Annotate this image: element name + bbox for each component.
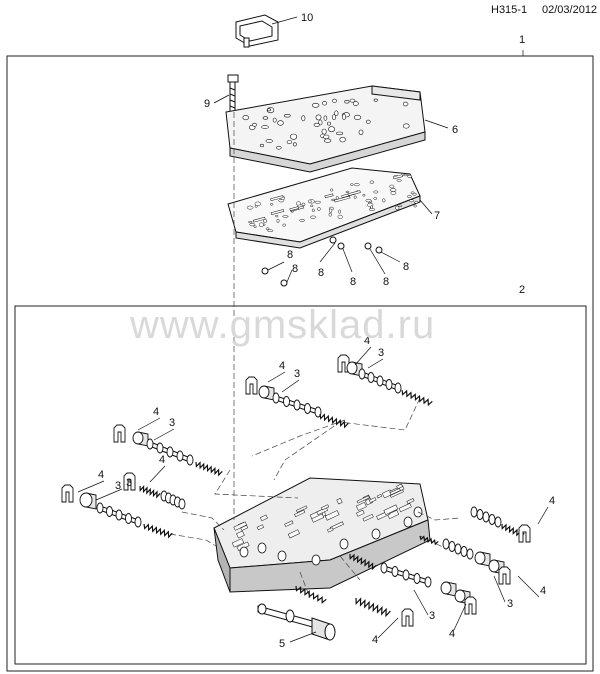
- inner-frame: [14, 305, 587, 665]
- diagram-id: H315-1: [491, 4, 528, 16]
- callout-1: 1: [519, 34, 525, 46]
- diagram-date: 02/03/2012: [542, 4, 598, 16]
- callout-3d: 3: [126, 477, 132, 489]
- part-5-valve: [257, 603, 336, 641]
- callout-9: 9: [204, 98, 210, 110]
- valve-assemblies: [61, 354, 531, 627]
- callout-4h: 4: [372, 634, 378, 646]
- callout-7: 7: [434, 210, 440, 222]
- part-6-holes: [242, 98, 410, 150]
- callout-8e: 8: [383, 276, 389, 288]
- leader-lines: [77, 50, 549, 639]
- callout-6: 6: [452, 124, 458, 136]
- callout-4b: 4: [279, 360, 285, 372]
- valve-body-bores: [239, 506, 423, 566]
- callout-8d: 8: [350, 276, 356, 288]
- callout-10: 10: [301, 12, 313, 24]
- callout-2: 2: [519, 284, 525, 296]
- callout-4g: 4: [540, 585, 546, 597]
- callout-3f: 3: [507, 598, 513, 610]
- callout-8b: 8: [292, 263, 298, 275]
- callouts: 10 1 9 6 7 2 8 8 8 8 8 8 4 3 4 3 4 3 4 4…: [98, 12, 555, 650]
- callout-8a: 8: [287, 249, 293, 261]
- part-6-upper-plate: [225, 85, 426, 173]
- callout-5: 5: [279, 638, 285, 650]
- callout-4e: 4: [98, 469, 104, 481]
- callout-4a: 4: [364, 335, 370, 347]
- part-8-check-balls: [261, 236, 383, 287]
- callout-3g: 3: [429, 610, 435, 622]
- callout-3e: 3: [115, 480, 121, 492]
- callout-4f: 4: [549, 495, 555, 507]
- callout-4d: 4: [159, 454, 165, 466]
- callout-3b: 3: [294, 368, 300, 380]
- outer-frame: [6, 55, 594, 672]
- valve-body-detail: [231, 483, 415, 551]
- callout-3c: 3: [169, 417, 175, 429]
- part-9-bolt: [227, 74, 239, 113]
- callout-8f: 8: [403, 261, 409, 273]
- watermark: www.gmsklad.ru: [130, 303, 436, 347]
- part-10-bracket: [235, 14, 279, 48]
- part-7-holes: [246, 173, 419, 232]
- callout-4c: 4: [153, 406, 159, 418]
- alignment-lines: [169, 112, 461, 599]
- callout-8c: 8: [318, 267, 324, 279]
- callout-3a: 3: [378, 347, 384, 359]
- part-7-separator-plate: [227, 167, 421, 249]
- callout-4i: 4: [449, 628, 455, 640]
